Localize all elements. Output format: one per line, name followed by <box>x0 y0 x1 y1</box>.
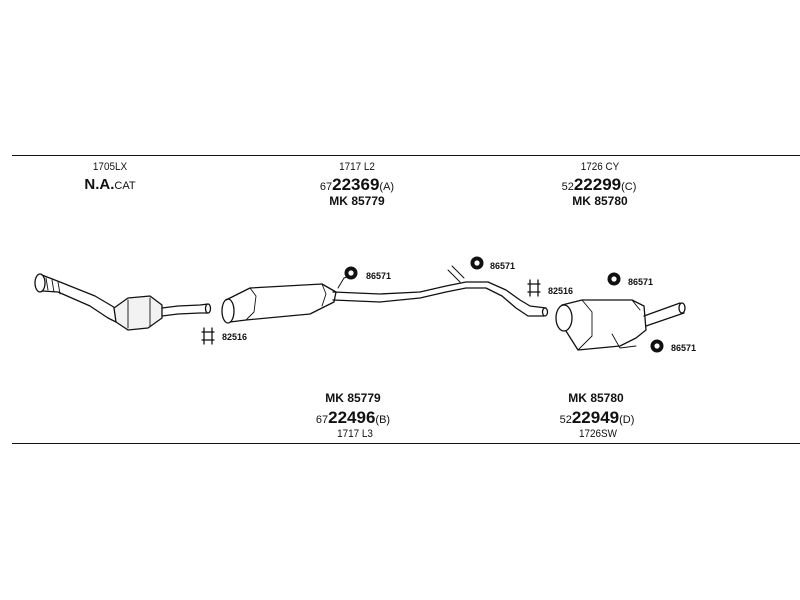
rear-silencer-alt-mk-value: 85780 <box>590 391 624 405</box>
front-silencer-alt-number-main: 22496 <box>328 408 376 427</box>
rear-silencer-alt-mk-prefix: MK <box>568 391 587 405</box>
rear-silencer <box>555 299 686 351</box>
rear-silencer-alt-number-prefix: 52 <box>559 414 572 426</box>
rear-silencer-number-main: 22299 <box>573 175 622 194</box>
rear-silencer-code: 1726 CY <box>580 161 620 173</box>
rear-silencer-mk-value: 85780 <box>594 194 628 208</box>
hanger-icon-1 <box>344 266 358 280</box>
rear-silencer-number-suffix: (C) <box>621 181 637 193</box>
rear-silencer-alt-mk: MK 85780 <box>541 392 651 404</box>
part-number-clamp-rear: 82516 <box>548 286 574 296</box>
bottom-divider <box>12 443 800 444</box>
top-divider <box>12 155 800 156</box>
front-silencer-alt-number-suffix: (B) <box>375 414 391 426</box>
front-silencer-alt-mk-prefix: MK <box>325 391 344 405</box>
front-silencer-number-suffix: (A) <box>379 181 395 193</box>
cat-name-suffix: CAT <box>114 180 136 192</box>
hanger-icons <box>344 256 664 353</box>
rear-silencer-alt-number-suffix: (D) <box>619 414 635 426</box>
hanger-icon-3 <box>607 272 621 286</box>
part-number-clamp-front: 82516 <box>222 332 248 342</box>
cat-name-main: N.A. <box>84 176 115 193</box>
rear-silencer-mk: MK 85780 <box>545 195 655 207</box>
front-downpipe <box>34 273 119 323</box>
front-silencer-number: 6722369(A) <box>292 176 422 193</box>
front-silencer-mk-prefix: MK <box>329 194 348 208</box>
front-silencer-code: 1717 L2 <box>339 161 375 173</box>
hanger-icon-2 <box>470 256 484 270</box>
cat-code: 1705LX <box>92 161 128 173</box>
part-number-hanger-4: 86571 <box>671 343 697 353</box>
front-silencer-number-prefix: 67 <box>319 181 333 193</box>
part-number-hanger-3: 86571 <box>628 277 654 287</box>
front-silencer-alt-mk: MK 85779 <box>298 392 408 404</box>
front-silencer-alt-mk-value: 85779 <box>347 391 381 405</box>
front-silencer-alt-number-prefix: 67 <box>315 414 329 426</box>
front-silencer-number-main: 22369 <box>332 175 380 194</box>
cat-name: N.A.CAT <box>70 177 150 193</box>
rear-silencer-alt-code: 1726SW <box>579 428 617 440</box>
front-silencer-alt-number: 6722496(B) <box>288 409 418 426</box>
rear-silencer-number: 5222299(C) <box>534 176 664 193</box>
catalytic-converter <box>113 295 212 331</box>
front-silencer-alt-code: 1717 L3 <box>337 428 373 440</box>
rear-clamp <box>527 279 541 297</box>
front-silencer-mk-value: 85779 <box>351 194 385 208</box>
rear-silencer-mk-prefix: MK <box>572 194 591 208</box>
rear-silencer-number-prefix: 52 <box>561 181 574 193</box>
part-number-hanger-1: 86571 <box>366 271 392 281</box>
front-clamp <box>201 327 215 345</box>
hanger-icon-4 <box>650 339 664 353</box>
front-silencer-mk: MK 85779 <box>302 195 412 207</box>
rear-silencer-alt-number-main: 22949 <box>571 408 620 427</box>
rear-silencer-alt-number: 5222949(D) <box>532 409 662 426</box>
part-number-hanger-2: 86571 <box>490 261 516 271</box>
